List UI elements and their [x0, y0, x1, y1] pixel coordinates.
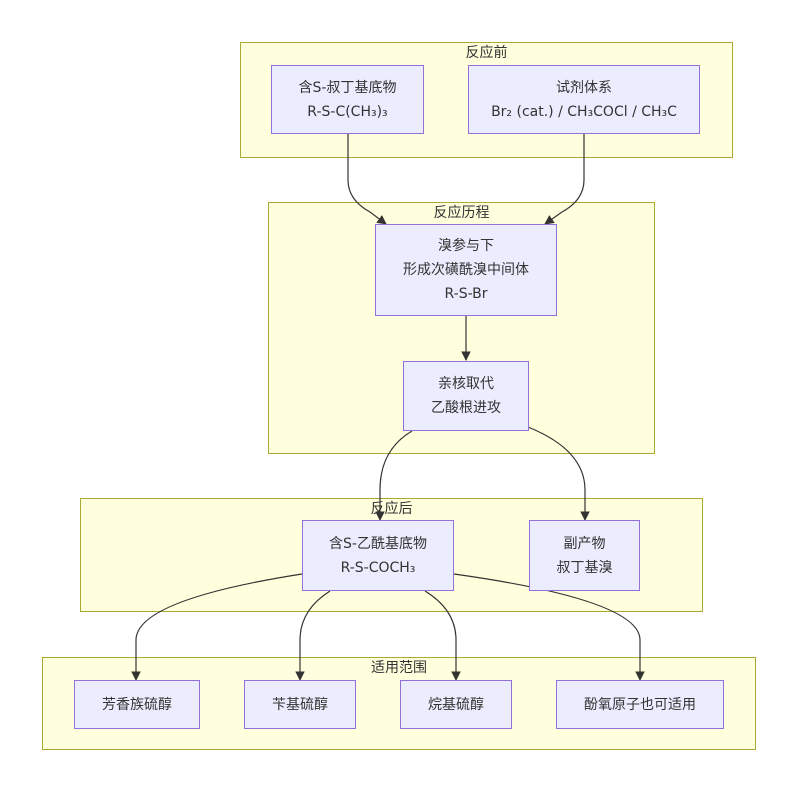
node-byproduct-label: 副产物: [563, 535, 606, 552]
node-substitution-label: 亲核取代: [438, 376, 494, 392]
node-reagents-formula: Br₂ (cat.) / CH₃COCl / CH₃C: [491, 103, 677, 120]
node-phenol-label: 酚氧原子也可适用: [584, 696, 696, 713]
node-bromine-desc: 形成次磺酰溴中间体: [403, 262, 529, 278]
edge-substrate-to-bromine: [347, 134, 387, 225]
cluster-before-title: 反应前: [465, 45, 508, 61]
node-benzyl-label: 苄基硫醇: [272, 696, 328, 713]
node-substitution: 亲核取代 乙酸根进攻: [403, 361, 529, 431]
edge-substitution-to-byproduct: [527, 426, 590, 521]
node-reagents: 试剂体系 Br₂ (cat.) / CH₃COCl / CH₃C: [468, 65, 700, 134]
cluster-process-title: 反应历程: [433, 205, 490, 221]
node-bromine: 溴参与下 形成次磺酰溴中间体 R-S-Br: [375, 224, 557, 316]
edge-product-to-aromatic: [131, 573, 303, 681]
edge-substitution-to-product: [375, 430, 413, 521]
node-product: 含S-乙酰基底物 R-S-COCH₃: [302, 520, 454, 591]
node-bromine-label: 溴参与下: [438, 238, 494, 254]
node-bromine-formula: R-S-Br: [444, 286, 488, 302]
node-product-label: 含S-乙酰基底物: [329, 535, 427, 552]
node-substrate-formula: R-S-C(CH₃)₃: [307, 103, 388, 120]
edge-product-to-alkyl: [424, 590, 461, 681]
node-alkyl: 烷基硫醇: [400, 680, 512, 729]
node-substitution-desc: 乙酸根进攻: [431, 400, 501, 416]
cluster-scope-title: 适用范围: [371, 660, 427, 676]
node-benzyl: 苄基硫醇: [244, 680, 356, 729]
node-byproduct-name: 叔丁基溴: [556, 559, 613, 576]
node-byproduct: 副产物 叔丁基溴: [529, 520, 640, 591]
node-alkyl-label: 烷基硫醇: [428, 696, 484, 713]
edge-product-to-benzyl: [295, 590, 331, 681]
node-reagents-label: 试剂体系: [556, 79, 612, 96]
edge-product-to-phenol: [453, 573, 645, 681]
node-product-formula: R-S-COCH₃: [340, 559, 416, 576]
edge-reagents-to-bromine: [544, 134, 585, 225]
node-substrate: 含S-叔丁基底物 R-S-C(CH₃)₃: [271, 65, 424, 134]
node-aromatic-label: 芳香族硫醇: [102, 696, 172, 713]
node-substrate-label: 含S-叔丁基底物: [298, 79, 397, 96]
node-aromatic: 芳香族硫醇: [74, 680, 200, 729]
node-phenol: 酚氧原子也可适用: [556, 680, 724, 729]
